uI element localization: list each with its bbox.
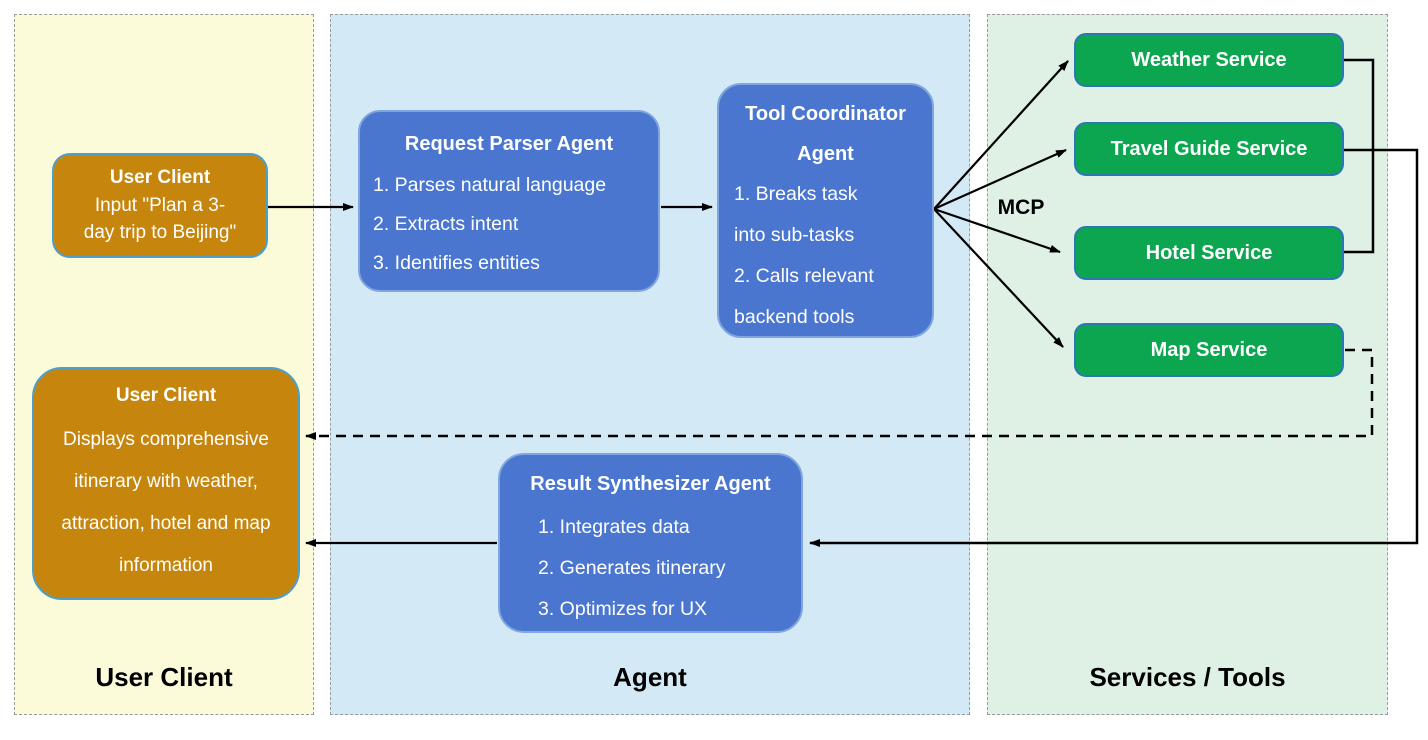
- node-list-item: 2. Generates itinerary: [538, 557, 726, 579]
- node-title: Hotel Service: [1145, 241, 1273, 264]
- node-list-item: backend tools: [734, 306, 855, 328]
- node-list-item: 1. Integrates data: [538, 516, 690, 538]
- node-title: Agent: [797, 143, 854, 165]
- node-text-line: itinerary with weather,: [74, 470, 258, 492]
- lane-label-services-tools: Services / Tools: [1089, 662, 1286, 692]
- node-text-line: Input "Plan a 3-: [94, 194, 226, 216]
- node-user-client-input: User Client Input "Plan a 3- day trip to…: [52, 153, 268, 258]
- node-title: Map Service: [1150, 338, 1268, 361]
- node-title: Result Synthesizer Agent: [530, 473, 771, 495]
- node-title: User Client: [109, 167, 211, 189]
- node-map-service: Map Service: [1074, 323, 1344, 377]
- node-text-line: information: [119, 554, 213, 576]
- node-list-item: 2. Extracts intent: [373, 213, 519, 235]
- node-text-line: day trip to Beijing": [83, 222, 237, 244]
- node-hotel-service: Hotel Service: [1074, 226, 1344, 280]
- lane-label-user-client: User Client: [95, 662, 233, 692]
- node-weather-service: Weather Service: [1074, 33, 1344, 87]
- node-text-line: Displays comprehensive: [63, 428, 269, 450]
- node-title: Tool Coordinator: [745, 103, 906, 125]
- node-list-item: 2. Calls relevant: [734, 265, 874, 287]
- node-text-line: attraction, hotel and map: [61, 512, 271, 534]
- node-request-parser-agent: Request Parser Agent 1. Parses natural l…: [358, 110, 660, 292]
- node-title: Travel Guide Service: [1110, 137, 1308, 160]
- node-user-client-display: User Client Displays comprehensive itine…: [32, 367, 300, 600]
- node-list-item: into sub-tasks: [734, 224, 855, 246]
- node-tool-coordinator-agent: Tool Coordinator Agent 1. Breaks task in…: [717, 83, 934, 338]
- node-list-item: 1. Parses natural language: [373, 174, 607, 196]
- node-title: Request Parser Agent: [404, 133, 614, 155]
- node-travel-guide-service: Travel Guide Service: [1074, 122, 1344, 176]
- node-list-item: 3. Identifies entities: [373, 252, 540, 274]
- node-list-item: 3. Optimizes for UX: [538, 598, 708, 620]
- node-list-item: 1. Breaks task: [734, 183, 858, 205]
- node-title: Weather Service: [1131, 48, 1287, 71]
- node-title: User Client: [115, 384, 217, 406]
- lane-user-client: [14, 14, 314, 715]
- lane-label-agent: Agent: [613, 662, 687, 692]
- mcp-protocol-label: MCP: [997, 196, 1045, 219]
- node-result-synthesizer-agent: Result Synthesizer Agent 1. Integrates d…: [498, 453, 803, 633]
